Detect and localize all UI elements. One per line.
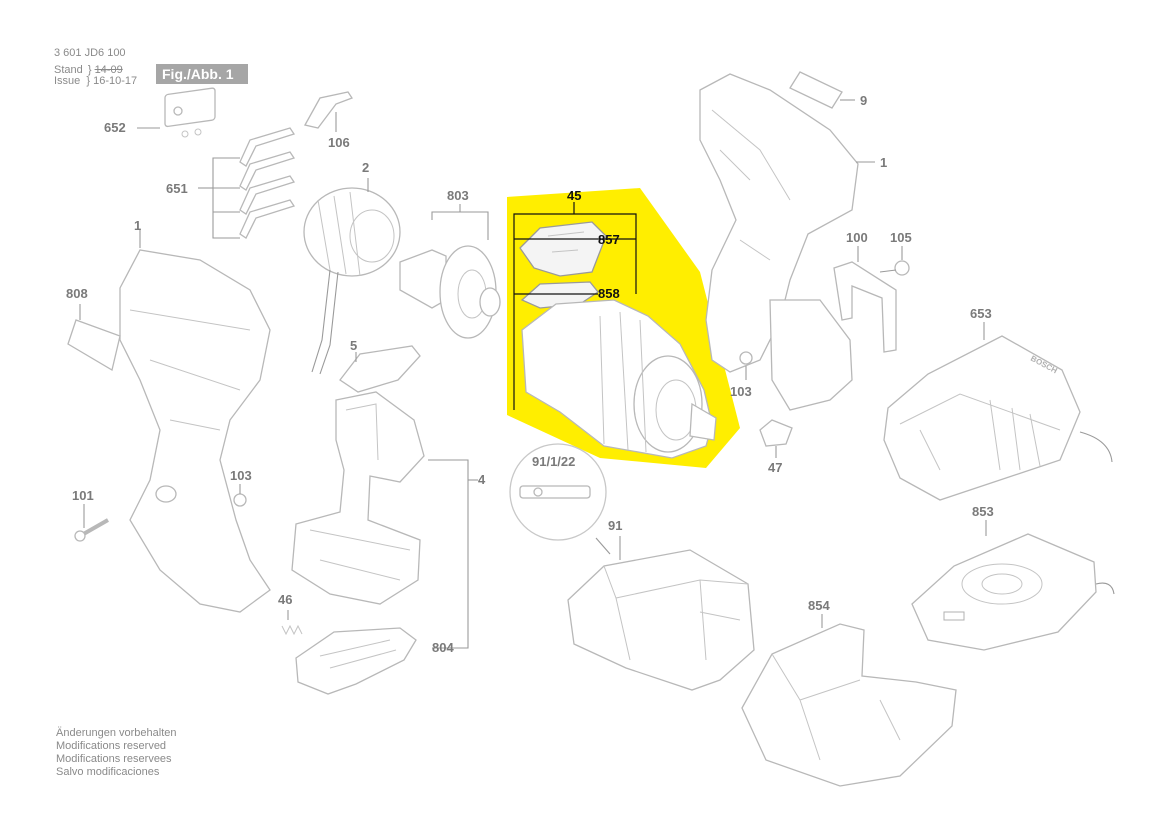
callout-857: 857 [598, 232, 620, 247]
part-105 [879, 246, 910, 276]
part-803 [399, 204, 501, 339]
callout-652: 652 [104, 120, 126, 135]
callout-808: 808 [66, 286, 88, 301]
callout-105: 105 [890, 230, 912, 245]
part-9 [789, 71, 855, 109]
part-103-right [739, 351, 753, 380]
callout-106: 106 [328, 135, 350, 150]
battery-gauge-icon [943, 611, 965, 621]
part-number: 3 601 JD6 100 [54, 47, 126, 59]
stand-row: Stand } 14-09 [54, 64, 123, 76]
callout-5: 5 [350, 338, 357, 353]
stand-value: 14-09 [94, 64, 123, 76]
callout-651: 651 [166, 181, 188, 196]
issue-row: Issue } 16-10-17 [54, 75, 138, 87]
callout-804: 804 [432, 640, 454, 655]
part-1-left-housing [119, 230, 271, 613]
figure-label: Fig./Abb. 1 [156, 64, 248, 84]
part-1-right-housing [699, 73, 859, 411]
stand-label: Stand [54, 64, 83, 76]
callout-91-1-22: 91/1/22 [532, 454, 575, 469]
callout-9: 9 [860, 93, 867, 108]
part-854-holder [741, 614, 957, 787]
callout-653: 653 [970, 306, 992, 321]
callout-858: 858 [598, 286, 620, 301]
part-853-charger [911, 520, 1115, 651]
callout-4: 4 [478, 472, 486, 487]
part-804 [295, 627, 417, 695]
issue-value: 16-10-17 [93, 75, 138, 87]
callout-47: 47 [768, 460, 782, 475]
callout-101: 101 [72, 488, 94, 503]
part-45-gearbox [513, 202, 717, 459]
callout-1-right: 1 [880, 155, 887, 170]
part-653-charger: BOSCH [883, 322, 1113, 501]
part-101 [74, 504, 109, 542]
footer-line-fr: Modifications reservees [56, 753, 172, 765]
part-106 [304, 91, 353, 132]
callout-91: 91 [608, 518, 622, 533]
callout-46: 46 [278, 592, 292, 607]
part-103-left [233, 484, 247, 507]
part-808 [67, 304, 121, 372]
callout-854: 854 [808, 598, 830, 613]
issue-label: Issue [54, 75, 81, 87]
part-4-switch [291, 391, 478, 649]
part-5 [339, 345, 421, 393]
callout-853: 853 [972, 504, 994, 519]
footer-line-es: Salvo modificaciones [56, 766, 160, 778]
callout-1-left: 1 [134, 218, 141, 233]
callout-803: 803 [447, 188, 469, 203]
footer-line-de: Änderungen vorbehalten [56, 727, 177, 739]
part-2 [303, 178, 401, 375]
callout-103-left: 103 [230, 468, 252, 483]
callout-103-right: 103 [730, 384, 752, 399]
inset-91-1-22 [509, 443, 611, 555]
part-100 [833, 246, 897, 353]
part-652 [137, 87, 216, 138]
part-651 [198, 127, 296, 239]
part-46 [281, 610, 303, 636]
callout-100: 100 [846, 230, 868, 245]
callout-2: 2 [362, 160, 369, 175]
callout-45: 45 [567, 188, 581, 203]
footer-line-en: Modifications reserved [56, 740, 167, 752]
part-47 [759, 419, 793, 458]
part-91-battery [567, 536, 755, 691]
